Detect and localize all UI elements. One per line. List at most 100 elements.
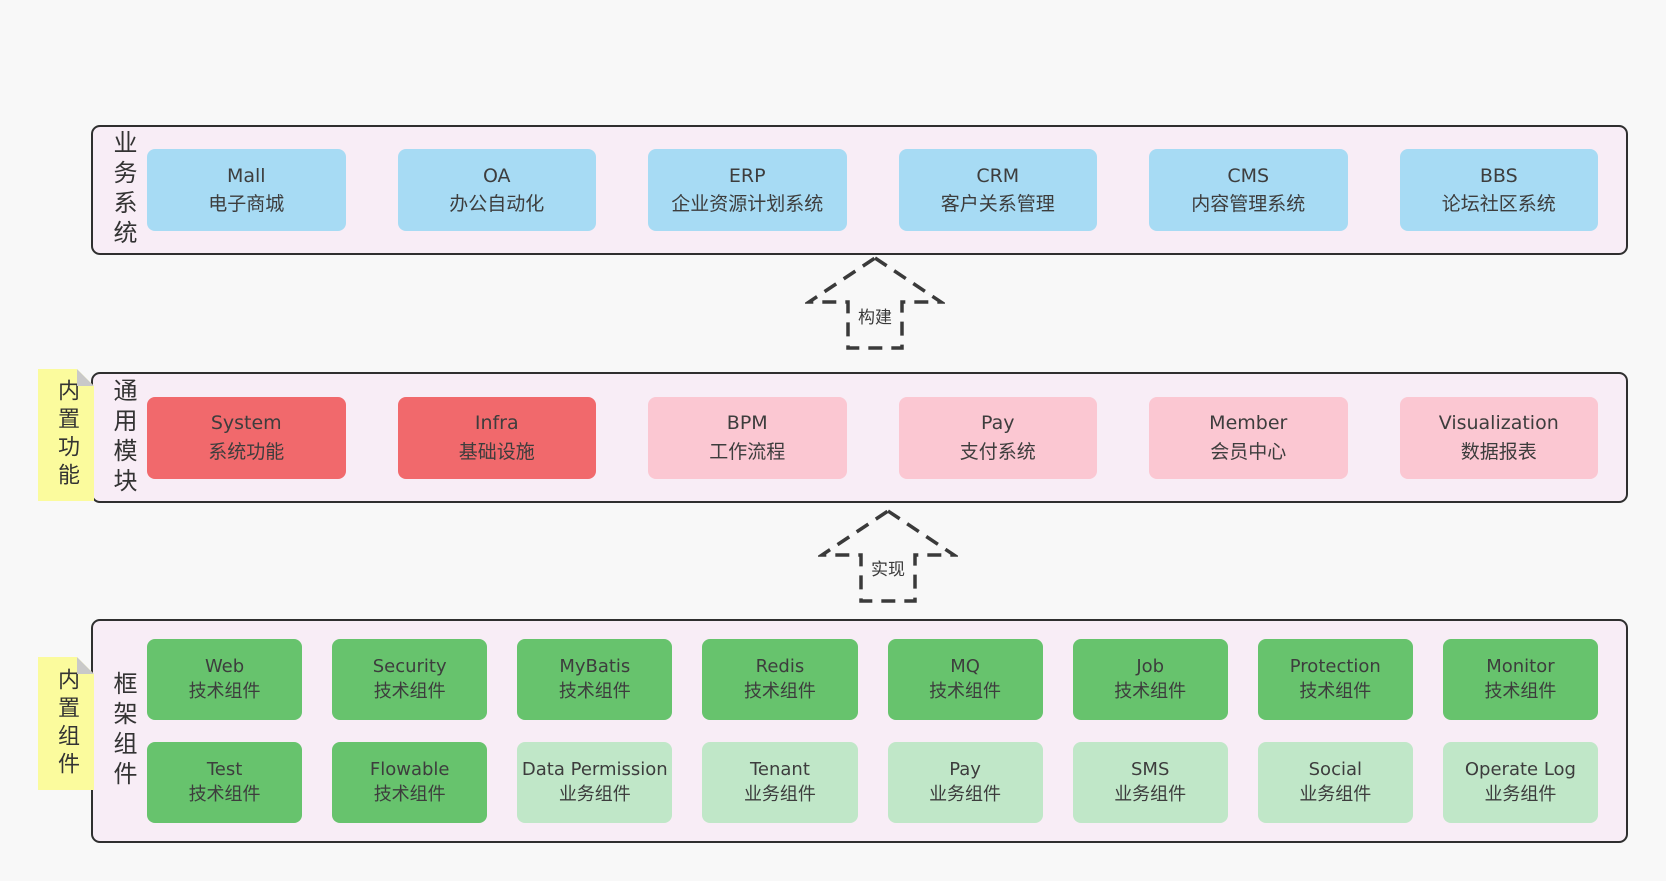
business-system-box-name: CRM (976, 164, 1020, 187)
component-box-subtitle: 技术组件 (188, 783, 261, 805)
module-box-name: System (210, 412, 282, 434)
business-systems-band: 业务系统 Mall 电子商城 OA 办公自动化 ERP 企业资源计划系统 CRM 客户关系管理… (91, 125, 1628, 255)
module-box-name: Member (1209, 412, 1288, 434)
implement-arrow-label: 实现 (868, 553, 908, 582)
build-arrow-label: 构建 (855, 301, 895, 330)
component-box-name: Job (1136, 655, 1165, 677)
component-box-name: Redis (755, 655, 805, 677)
component-box-name: Flowable (369, 758, 450, 780)
component-box: MQ 技术组件 (887, 639, 1043, 720)
component-box-subtitle: 技术组件 (373, 680, 446, 702)
common-modules-band: 通用模块 System 系统功能 Infra 基础设施 BPM 工作流程 Pay 支付系统 Me… (91, 372, 1628, 503)
up-arrow-icon (805, 255, 945, 350)
component-box-subtitle: 业务组件 (929, 783, 1002, 805)
business-system-box-subtitle: 论坛社区系统 (1441, 193, 1556, 215)
component-box: Redis 技术组件 (702, 639, 858, 720)
module-box-subtitle: 数据报表 (1460, 440, 1537, 463)
business-system-box: CMS 内容管理系统 (1149, 149, 1348, 231)
component-box: Flowable 技术组件 (332, 742, 488, 823)
framework-components-band-label: 框架组件 (109, 671, 137, 791)
component-box: Pay 业务组件 (887, 742, 1043, 823)
component-box-subtitle: 技术组件 (1299, 680, 1372, 702)
component-box: Test 技术组件 (147, 742, 303, 823)
component-box-name: MQ (950, 655, 980, 677)
component-box-subtitle: 技术组件 (188, 680, 261, 702)
business-system-box: OA 办公自动化 (397, 149, 596, 231)
module-box-subtitle: 支付系统 (959, 440, 1036, 463)
module-box-subtitle: 基础设施 (458, 440, 535, 463)
module-box: System 系统功能 (147, 396, 346, 479)
component-box-subtitle: 技术组件 (1114, 680, 1187, 702)
module-box-name: Infra (474, 412, 519, 434)
component-box: SMS 业务组件 (1072, 742, 1228, 823)
implement-arrow: 实现 (818, 507, 958, 605)
component-box: Job 技术组件 (1072, 639, 1228, 720)
component-box-subtitle: 技术组件 (558, 680, 631, 702)
module-box-name: BPM (726, 412, 768, 434)
business-system-box-name: ERP (728, 164, 766, 187)
business-system-box-name: CMS (1227, 164, 1270, 187)
build-arrow: 构建 (805, 255, 945, 351)
business-system-box: BBS 论坛社区系统 (1399, 149, 1598, 231)
builtin-components-note: 内置组件 (38, 657, 94, 790)
business-system-box-subtitle: 办公自动化 (449, 193, 545, 215)
component-box-subtitle: 业务组件 (743, 783, 816, 805)
module-box-subtitle: 会员中心 (1210, 440, 1287, 463)
component-box-subtitle: 技术组件 (743, 680, 816, 702)
common-modules-band-label: 通用模块 (109, 377, 137, 498)
component-box: Security 技术组件 (332, 639, 488, 720)
business-system-box-name: OA (482, 164, 511, 187)
component-box: Web 技术组件 (147, 639, 303, 720)
business-system-box: ERP 企业资源计划系统 (648, 149, 847, 231)
business-systems-band-label: 业务系统 (109, 130, 137, 250)
module-box: BPM 工作流程 (648, 396, 847, 479)
module-box-name: Pay (981, 412, 1015, 434)
builtin-components-note-label: 内置组件 (54, 667, 79, 780)
business-system-box-name: BBS (1479, 164, 1518, 187)
component-box-name: Operate Log (1464, 758, 1576, 780)
component-box-name: Monitor (1486, 655, 1555, 677)
component-box: Monitor 技术组件 (1442, 639, 1598, 720)
business-system-box: Mall 电子商城 (147, 149, 346, 231)
module-box: Member 会员中心 (1149, 396, 1348, 479)
component-box-name: MyBatis (559, 655, 631, 677)
component-box-name: Security (372, 655, 447, 677)
component-box-name: Protection (1289, 655, 1381, 677)
component-box-name: Data Permission (521, 758, 668, 780)
module-box: Pay 支付系统 (898, 396, 1097, 479)
business-systems-box-list: Mall 电子商城 OA 办公自动化 ERP 企业资源计划系统 CRM 客户关系管理 CMS 内容… (135, 127, 1626, 253)
component-box: Tenant 业务组件 (702, 742, 858, 823)
common-modules-box-list: System 系统功能 Infra 基础设施 BPM 工作流程 Pay 支付系统 Member 会… (135, 374, 1626, 501)
builtin-features-note: 内置功能 (38, 369, 94, 501)
business-system-box-subtitle: 内容管理系统 (1191, 193, 1306, 215)
up-arrow-icon (818, 508, 958, 603)
component-box-name: Web (204, 655, 245, 677)
component-box-name: SMS (1130, 758, 1170, 780)
business-system-box-subtitle: 客户关系管理 (940, 193, 1055, 215)
component-box-name: Pay (949, 758, 981, 780)
component-box-name: Tenant (749, 758, 810, 780)
module-box-subtitle: 工作流程 (709, 440, 786, 463)
component-box-subtitle: 业务组件 (1114, 783, 1187, 805)
module-box-subtitle: 系统功能 (208, 440, 285, 463)
business-system-box-name: Mall (226, 164, 266, 187)
component-box-name: Test (206, 758, 243, 780)
module-box: Infra 基础设施 (397, 396, 596, 479)
component-box-subtitle: 技术组件 (373, 783, 446, 805)
component-box: MyBatis 技术组件 (517, 639, 673, 720)
business-system-box-subtitle: 电子商城 (208, 193, 285, 215)
component-box-subtitle: 业务组件 (558, 783, 631, 805)
component-box-subtitle: 技术组件 (929, 680, 1002, 702)
business-system-box: CRM 客户关系管理 (898, 149, 1097, 231)
component-box-subtitle: 技术组件 (1484, 680, 1557, 702)
component-box: Protection 技术组件 (1257, 639, 1413, 720)
business-system-box-subtitle: 企业资源计划系统 (671, 193, 824, 215)
